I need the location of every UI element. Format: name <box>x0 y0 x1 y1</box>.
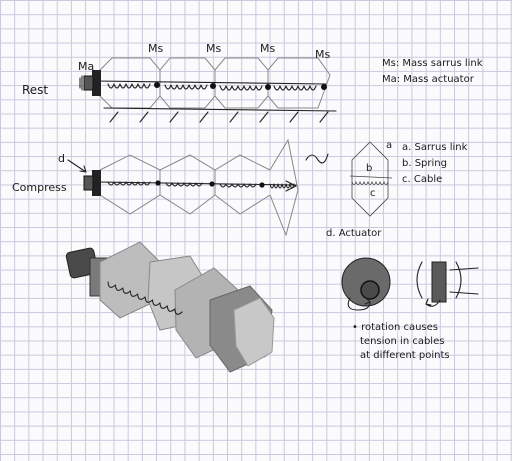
legend-ma: Ma: Mass actuator <box>382 74 475 85</box>
rest-mass-dot-1 <box>154 82 160 88</box>
rotation-arrow-front <box>347 297 371 311</box>
note-line-3: at different points <box>360 350 450 361</box>
rest-actuator <box>83 75 94 91</box>
detail-marker-b: b <box>366 163 372 174</box>
compress-actuator-cap <box>92 170 101 196</box>
rest-mass-dot-4 <box>321 84 327 90</box>
compress-mass-dot-2 <box>209 181 215 187</box>
compress-arrow-head <box>285 180 297 192</box>
part-a: a. Sarrus link <box>402 142 468 153</box>
rotation-actuator <box>341 257 479 311</box>
label-ms-4: Ms <box>315 48 330 61</box>
label-d: d <box>58 152 65 165</box>
detail-cable <box>349 175 393 179</box>
rest-mass-dot-2 <box>210 83 216 89</box>
compress-mass-dot-1 <box>155 180 161 186</box>
rest-diagram: Ma Ms Ms Ms Ms Rest <box>22 42 337 123</box>
mass-legend: Ms: Mass sarrus link Ma: Mass actuator <box>382 58 483 85</box>
parts-detail: a b c a. Sarrus link b. Spring c. Cable … <box>326 140 468 239</box>
rest-mass-dot-3 <box>265 84 271 90</box>
part-c: c. Cable <box>402 174 442 185</box>
compress-squiggle-arrow <box>305 153 329 164</box>
detail-sarrus-link <box>351 141 389 217</box>
rotation-arrow-side <box>425 298 441 307</box>
label-ma: Ma <box>78 60 94 73</box>
rest-ground <box>103 107 337 112</box>
label-ms-3: Ms <box>260 42 275 55</box>
label-rest: Rest <box>22 83 48 97</box>
label-ms-2: Ms <box>206 42 221 55</box>
compress-spring-4 <box>269 183 295 189</box>
compress-actuator <box>83 175 94 191</box>
compress-mass-dot-3 <box>259 182 265 188</box>
note-line-1: • rotation causes <box>352 322 438 333</box>
d-pointer-arrow <box>67 159 87 173</box>
rest-sarrus-link <box>99 57 331 109</box>
actuator-shaft <box>360 280 380 300</box>
actuator-side-arcs <box>416 261 462 299</box>
rest-spring-3 <box>219 85 263 91</box>
rest-actuator-ridges <box>79 75 83 91</box>
detail-marker-c: c <box>370 188 376 199</box>
rotation-note: • rotation causes tension in cables at d… <box>352 322 450 361</box>
compress-spring-1 <box>107 181 151 186</box>
rest-ground-hatch <box>109 111 329 123</box>
rest-actuator-cap <box>92 70 101 96</box>
actuator-side-disc <box>431 261 447 303</box>
compress-spring-3 <box>219 183 257 188</box>
isometric-sketch <box>65 241 275 373</box>
detail-spring <box>351 180 389 185</box>
label-ms-1: Ms <box>148 42 163 55</box>
legend-ms: Ms: Mass sarrus link <box>382 58 483 69</box>
iso-spring <box>107 281 183 315</box>
rest-spring-1 <box>107 83 151 89</box>
rest-spring-4 <box>273 85 317 91</box>
rest-spring-2 <box>164 84 208 90</box>
part-d: d. Actuator <box>326 228 382 239</box>
compress-spring-2 <box>165 182 203 187</box>
detail-marker-a: a <box>386 140 392 151</box>
actuator-side-cables <box>449 267 479 295</box>
compress-sarrus-link <box>99 154 271 215</box>
note-line-2: tension in cables <box>360 336 444 347</box>
part-b: b. Spring <box>402 158 447 169</box>
iso-link-5 <box>233 297 275 367</box>
rest-cable <box>95 80 327 85</box>
label-compress: Compress <box>12 181 67 194</box>
compress-actuator-link <box>269 138 299 237</box>
compress-diagram: d Compress <box>12 138 329 237</box>
